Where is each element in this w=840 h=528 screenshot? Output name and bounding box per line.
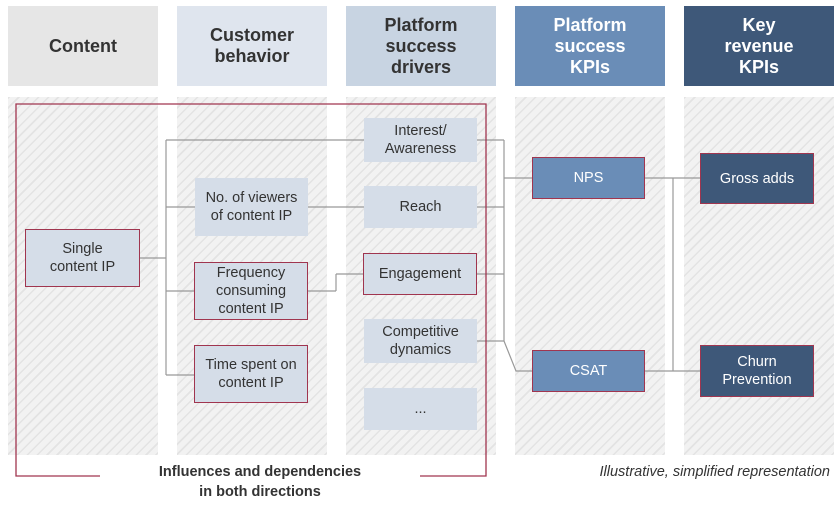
time-spent-box: Time spent on content IP bbox=[194, 345, 308, 403]
header-key-revenue-kpis: Key revenue KPIs bbox=[684, 6, 834, 86]
reach-box: Reach bbox=[364, 186, 477, 228]
gross-adds-box: Gross adds bbox=[700, 153, 814, 204]
header-customer-behavior: Customer behavior bbox=[177, 6, 327, 86]
interest-awareness-box: Interest/ Awareness bbox=[364, 118, 477, 162]
viewers-box: No. of viewers of content IP bbox=[195, 178, 308, 236]
header-content: Content bbox=[8, 6, 158, 86]
influences-caption: Influences and dependencies in both dire… bbox=[100, 462, 420, 502]
churn-prevention-box: Churn Prevention bbox=[700, 345, 814, 397]
illustrative-note: Illustrative, simplified representation bbox=[599, 464, 831, 480]
csat-box: CSAT bbox=[532, 350, 645, 392]
header-platform-success-drivers: Platform success drivers bbox=[346, 6, 496, 86]
column-body-platform-kpis bbox=[515, 97, 665, 455]
engagement-box: Engagement bbox=[363, 253, 477, 295]
competitive-dynamics-box: Competitive dynamics bbox=[364, 319, 477, 363]
frequency-box: Frequency consuming content IP bbox=[194, 262, 308, 320]
more-drivers-box: ... bbox=[364, 388, 477, 430]
single-content-ip-box: Single content IP bbox=[25, 229, 140, 287]
nps-box: NPS bbox=[532, 157, 645, 199]
header-platform-success-kpis: Platform success KPIs bbox=[515, 6, 665, 86]
